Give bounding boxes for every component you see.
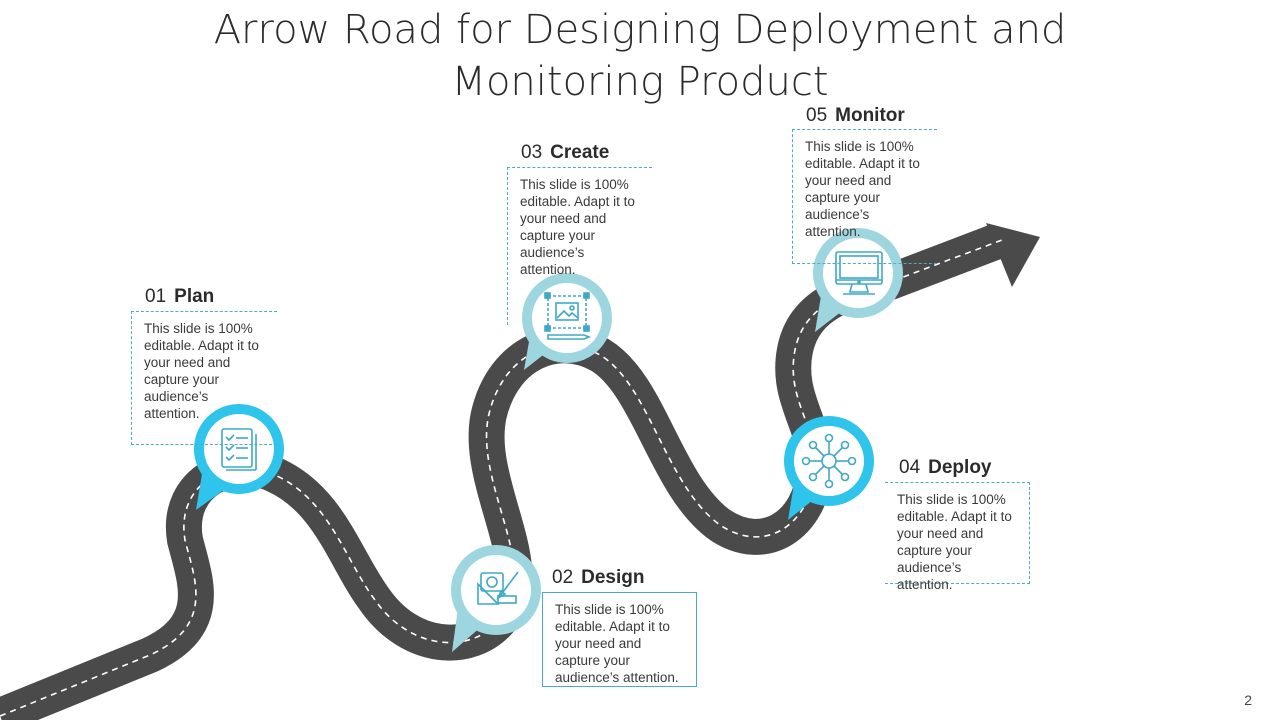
- step-plan-heading: 01 Plan: [145, 286, 214, 308]
- step-create-heading: 03 Create: [521, 142, 609, 164]
- slide-title: Arrow Road for Designing Deployment and …: [140, 4, 1140, 108]
- design-pin: [451, 545, 541, 652]
- step-design: 02 Design This slide is 100% editable. Ad…: [540, 567, 700, 692]
- monitor-icon: [835, 251, 883, 295]
- monitor-pin: [813, 228, 903, 332]
- page-number: 2: [1244, 692, 1252, 708]
- image-canvas-icon: [544, 292, 592, 340]
- step-name: Design: [581, 567, 645, 588]
- step-monitor: 05 Monitor This slide is 100% editable. A…: [792, 105, 942, 265]
- step-plan-text: This slide is 100% editable. Adapt it to…: [131, 311, 277, 445]
- title-line-2: Monitoring Product: [451, 59, 829, 105]
- step-design-heading: 02 Design: [552, 567, 645, 589]
- step-name: Deploy: [928, 457, 992, 478]
- deploy-pin: [784, 416, 874, 520]
- title-line-1: Arrow Road for Designing Deployment and: [213, 7, 1067, 53]
- step-plan: 01 Plan This slide is 100% editable. Adap…: [131, 286, 281, 446]
- step-number: 01: [145, 286, 167, 307]
- step-deploy: 04 Deploy This slide is 100% editable. Ad…: [885, 457, 1035, 592]
- step-deploy-heading: 04 Deploy: [899, 457, 992, 479]
- step-create: 03 Create This slide is 100% editable. Ad…: [507, 142, 657, 327]
- step-create-text: This slide is 100% editable. Adapt it to…: [507, 167, 652, 325]
- step-name: Monitor: [835, 105, 905, 126]
- step-number: 04: [899, 457, 921, 478]
- checklist-icon: [221, 428, 257, 471]
- step-monitor-heading: 05 Monitor: [806, 105, 905, 127]
- step-design-text: This slide is 100% editable. Adapt it to…: [542, 592, 697, 687]
- step-monitor-text: This slide is 100% editable. Adapt it to…: [792, 129, 937, 264]
- plan-pin: [194, 404, 284, 510]
- step-number: 02: [552, 567, 574, 588]
- step-number: 05: [806, 105, 828, 126]
- road-arrowhead: [986, 223, 1040, 287]
- step-name: Create: [550, 142, 610, 163]
- design-tools-icon: [477, 571, 519, 605]
- step-name: Plan: [174, 286, 215, 307]
- create-pin: [522, 273, 612, 370]
- step-deploy-text: This slide is 100% editable. Adapt it to…: [885, 482, 1030, 592]
- step-number: 03: [521, 142, 543, 163]
- network-hub-icon: [801, 433, 857, 489]
